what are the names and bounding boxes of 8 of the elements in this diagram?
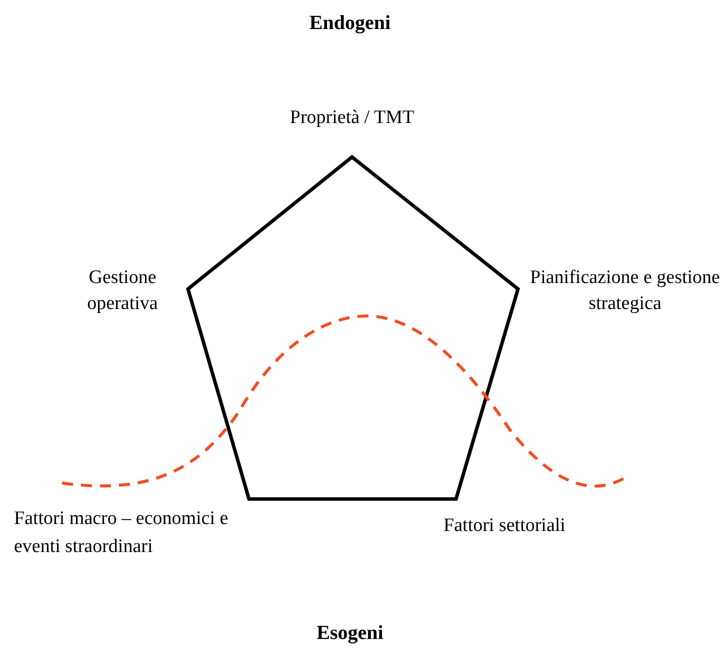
vertex-label: Gestione operativa (86, 266, 159, 316)
vertex-label: Fattori settoriali (442, 514, 566, 538)
heading-text: Esogeni (316, 621, 384, 646)
pentagon (186, 154, 520, 501)
heading-text: Endogeni (308, 11, 392, 36)
vertex-label: Proprietà / TMT (288, 106, 416, 130)
vertex-label: Pianificazione e gestione strategica (529, 266, 721, 316)
vertex-label: Fattori macro – economici e eventi straordinari (14, 507, 230, 559)
